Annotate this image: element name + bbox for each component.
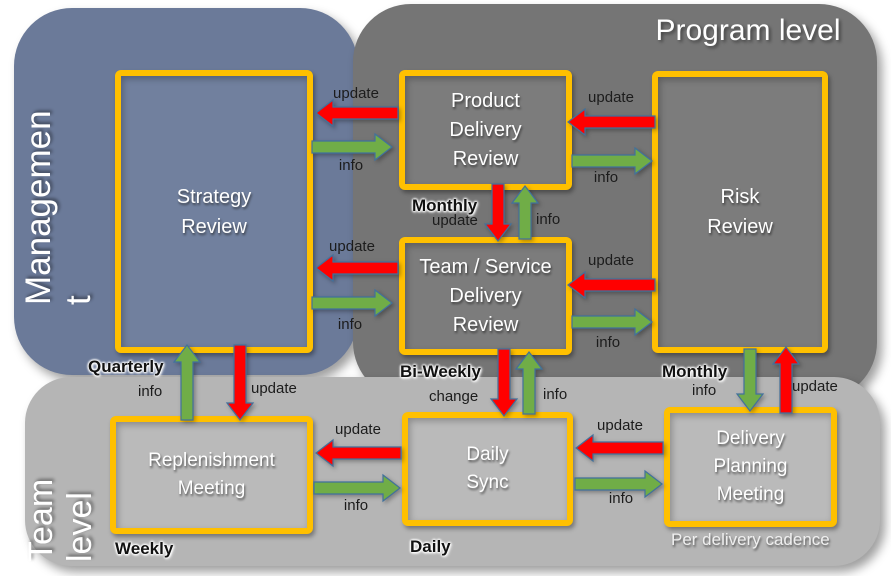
update-label: update: [588, 252, 634, 269]
info-label: info: [337, 316, 363, 333]
strategy-review-text-line: Strategy: [176, 185, 252, 208]
program-level-label: Program level: [655, 14, 841, 47]
daily-sync-text-line: Daily: [466, 444, 509, 465]
replenishment-meeting-text-line: Replenishment: [148, 450, 275, 471]
update-label: update: [329, 238, 375, 255]
info-label: info: [593, 169, 619, 186]
product-delivery-review-text-line: Product: [451, 89, 520, 112]
product-delivery-review-text-line: Delivery: [449, 118, 522, 141]
info-label: info: [338, 157, 364, 174]
risk-review-text-line: Risk: [720, 186, 760, 208]
team-level-label-line1: Team: [22, 478, 60, 562]
box-replenishment-meeting: Replenishment Meeting: [110, 416, 313, 534]
daily-sync-text-line: Sync: [466, 472, 509, 493]
product-delivery-review-text-line: Review: [452, 147, 519, 170]
management-level-label-line1: Managemen: [19, 110, 58, 305]
update-label: update: [432, 212, 478, 229]
update-label: update: [251, 380, 297, 397]
delivery-planning-meeting-text-line: Delivery: [716, 428, 785, 449]
cadence-weekly-label: Weekly: [115, 539, 174, 558]
delivery-planning-meeting-text-line: Planning: [713, 456, 788, 477]
box-delivery-planning-meeting: Delivery Planning Meeting: [664, 407, 837, 527]
box-strategy-review: Strategy Review: [115, 70, 313, 353]
cadence-daily-label: Daily: [410, 537, 451, 556]
cadence-monthly-label: Monthly: [662, 362, 728, 381]
risk-review-text-line: Review: [707, 216, 773, 238]
box-product-delivery-review: Product Delivery Review: [399, 70, 572, 190]
cadence-biweekly-label: Bi-Weekly: [400, 362, 481, 381]
update-label: update: [597, 417, 643, 434]
update-label: update: [335, 421, 381, 438]
management-level-label: Managemen t: [19, 81, 100, 305]
cadence-per-delivery-label: Per delivery cadence: [671, 530, 830, 549]
update-label: update: [588, 89, 634, 106]
box-daily-sync: Daily Sync: [402, 412, 573, 526]
team-service-delivery-review-text-line: Review: [452, 313, 519, 336]
info-label: info: [536, 211, 561, 228]
team-level-label-line2: level: [61, 492, 99, 562]
team-level-label: Team level: [22, 396, 101, 562]
info-label: info: [343, 497, 369, 514]
box-team-service-delivery-review: Team / Service Delivery Review: [399, 237, 572, 355]
update-label: update: [792, 378, 838, 395]
change-label: change: [429, 388, 479, 405]
team-service-delivery-review-text-line: Team / Service: [419, 255, 552, 278]
box-risk-review: Risk Review: [652, 71, 828, 353]
replenishment-meeting-text-line: Meeting: [177, 478, 246, 499]
info-label: info: [608, 490, 634, 507]
info-label: info: [595, 334, 621, 351]
management-level-label-line2: t: [59, 295, 98, 305]
cadence-quarterly-label: Quarterly: [88, 357, 164, 376]
cadence-monthly-label: Monthly: [412, 196, 478, 215]
strategy-review-text-line: Review: [181, 215, 247, 238]
info-label: info: [138, 383, 163, 400]
delivery-planning-meeting-text-line: Meeting: [716, 484, 785, 505]
info-label: info: [543, 386, 568, 403]
team-service-delivery-review-text-line: Delivery: [449, 284, 522, 307]
info-label: info: [692, 382, 717, 399]
update-label: update: [333, 85, 379, 102]
